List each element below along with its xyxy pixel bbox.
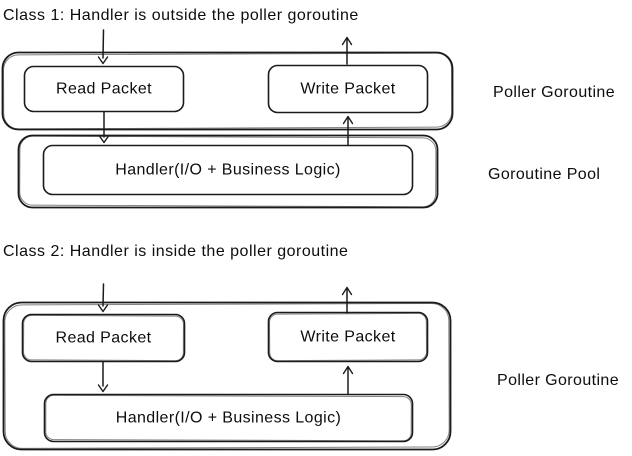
class2-title: Class 2: Handler is inside the poller go… [3, 243, 348, 260]
class2-write-packet-box [267, 311, 429, 363]
class2-arrow-handler-to-write-packet [342, 365, 354, 395]
class2-arrow-read-packet-to-handler [97, 361, 109, 393]
class1-arrow-handler-to-write-packet [342, 115, 354, 146]
class2-read-packet-box-sketch-stroke [23, 314, 184, 362]
class2-poller-goroutine-container [2, 301, 452, 451]
class1-read-packet-label: Read Packet [56, 81, 152, 98]
class1-handler-box [42, 144, 414, 196]
class2-write-packet-box-sketch-stroke [269, 312, 427, 362]
class1-goroutine-pool-label: Goroutine Pool [488, 166, 600, 183]
class1-arrow-write-packet-outbound [341, 36, 353, 65]
class1-arrow-inbound-to-read-packet [97, 29, 109, 65]
class2-arrow-inbound-to-read-packet [97, 283, 109, 313]
class2-poller-goroutine-label: Poller Goroutine [497, 372, 619, 389]
class1-title: Class 1: Handler is outside the poller g… [3, 7, 359, 24]
class2-arrow-write-packet-outbound [341, 286, 353, 314]
class1-arrow-read-packet-to-handler [98, 111, 110, 144]
class1-write-packet-label: Write Packet [300, 81, 395, 98]
class1-poller-goroutine-container-sketch-stroke [3, 52, 453, 130]
class1-write-packet-box [267, 64, 429, 114]
class2-poller-goroutine-container-sketch-stroke [4, 302, 450, 449]
class2-read-packet-label: Read Packet [55, 330, 151, 347]
class1-goroutine-pool-container-sketch-stroke [19, 135, 437, 208]
class1-poller-goroutine-label: Poller Goroutine [493, 84, 615, 101]
class2-write-packet-label: Write Packet [300, 329, 395, 346]
class2-handler-box [43, 393, 414, 443]
class2-handler-box-sketch-stroke [45, 394, 412, 442]
class1-handler-label: Handler(I/O + Business Logic) [115, 162, 340, 179]
class2-handler-label: Handler(I/O + Business Logic) [116, 410, 341, 427]
class1-goroutine-pool-container [17, 134, 439, 209]
class1-poller-goroutine-container [1, 51, 454, 131]
